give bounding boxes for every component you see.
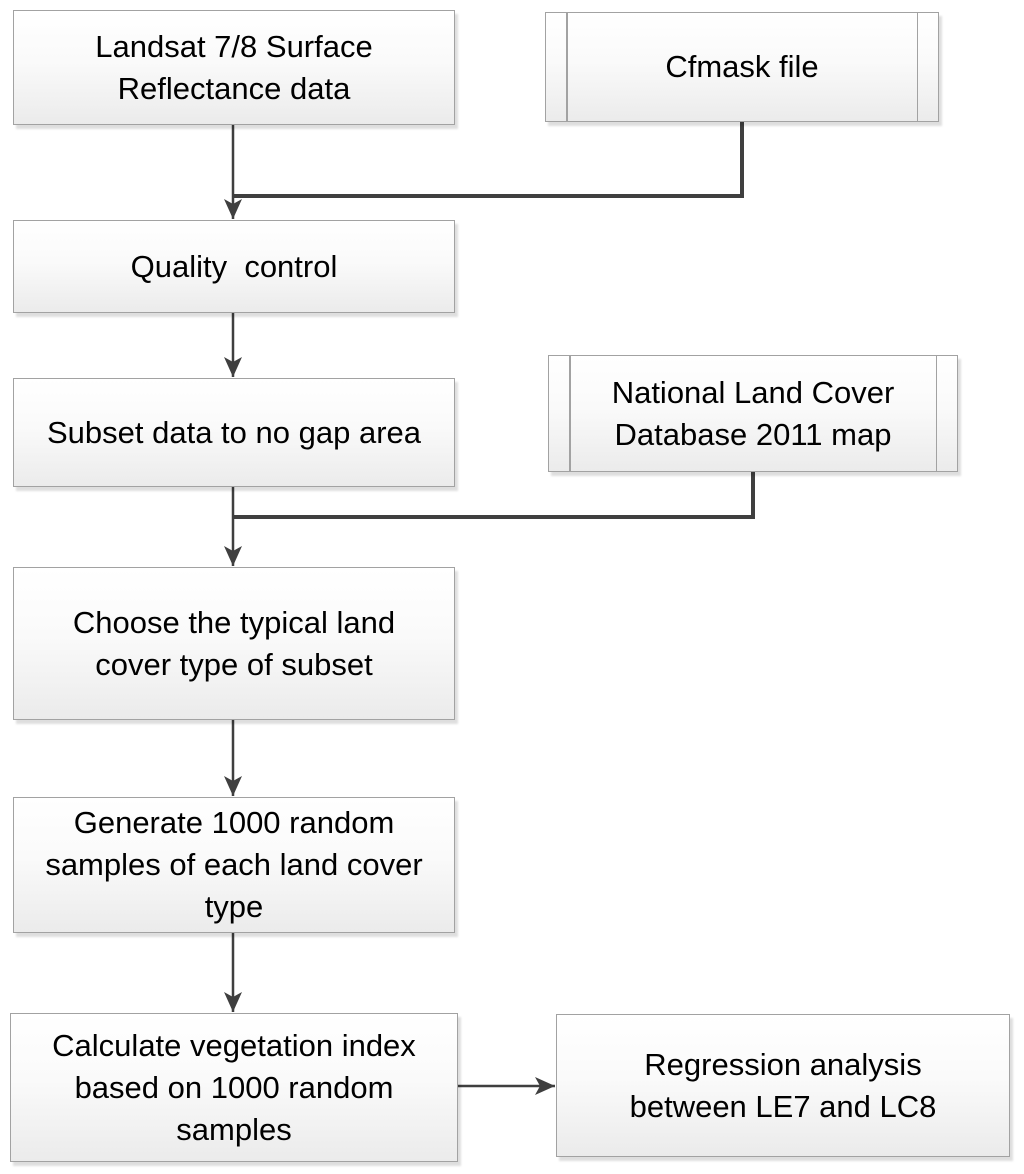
edge-nlcd-to-choose xyxy=(233,472,755,519)
node-label: Landsat 7/8 Surface Reflectance data xyxy=(95,28,373,106)
node-label: Regression analysis between LE7 and LC8 xyxy=(629,1046,937,1124)
node-national-land-cover-database: National Land Cover Database 2011 map xyxy=(548,355,958,472)
node-calculate-vegetation-index: Calculate vegetation index based on 1000… xyxy=(10,1013,458,1162)
edge-cfmask-to-quality xyxy=(233,122,744,198)
node-label: Subset data to no gap area xyxy=(46,414,421,450)
predefined-process-right-bar xyxy=(916,13,918,121)
node-label: Calculate vegetation index based on 1000… xyxy=(52,1027,416,1147)
node-cfmask-file: Cfmask file xyxy=(545,12,939,122)
node-quality-control: Quality control xyxy=(13,220,455,313)
node-landsat-surface-reflectance: Landsat 7/8 Surface Reflectance data xyxy=(13,10,455,125)
node-regression-analysis: Regression analysis between LE7 and LC8 xyxy=(556,1014,1010,1157)
node-label: Choose the typical land cover type of su… xyxy=(72,604,396,682)
node-label: Generate 1000 random samples of each lan… xyxy=(45,805,423,924)
predefined-process-left-bar xyxy=(566,13,568,121)
predefined-process-left-bar xyxy=(569,356,571,471)
node-label: Cfmask file xyxy=(665,49,819,84)
node-label: Quality control xyxy=(130,248,338,284)
node-subset-data: Subset data to no gap area xyxy=(13,378,455,487)
node-choose-land-cover-type: Choose the typical land cover type of su… xyxy=(13,567,455,720)
predefined-process-right-bar xyxy=(935,356,937,471)
node-label: National Land Cover Database 2011 map xyxy=(611,374,895,452)
node-generate-random-samples: Generate 1000 random samples of each lan… xyxy=(13,797,455,933)
